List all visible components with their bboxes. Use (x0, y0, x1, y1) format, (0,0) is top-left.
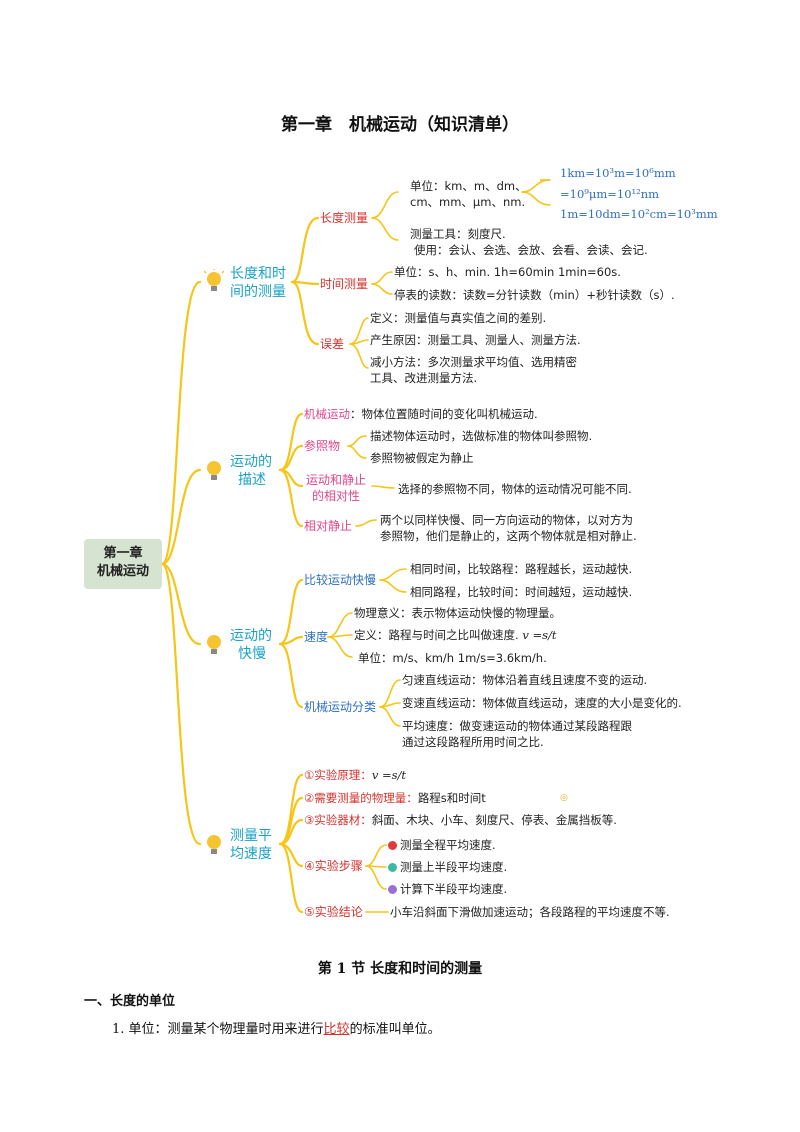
error-reduce-1: 减小方法：多次测量求平均值、选用精密 (370, 355, 577, 369)
step-1-icon (388, 841, 397, 850)
lightbulb-icon (204, 269, 224, 291)
speed-label: 速度 (304, 630, 329, 644)
relative-rest-text-1: 两个以同样快慢、同一方向运动的物体，以对方为 (380, 513, 633, 527)
average-speed-def-1: 平均速度：做变速运动的物体通过某段路程跟 (402, 719, 632, 733)
root-line2: 机械运动 (96, 564, 149, 579)
reference-object-label: 参照物 (304, 439, 341, 453)
length-tool: 测量工具：刻度尺. (410, 227, 506, 241)
branch-motion-speed: 运动的快慢 (230, 628, 272, 662)
branch-motion-description: 运动的描述 (230, 454, 272, 488)
variable-motion: 变速直线运动：物体做直线运动，速度的大小是变化的. (402, 696, 682, 710)
experiment-conclusion-label: ⑤实验结论 (304, 905, 363, 919)
branch-length-time: 长度和时间的测量 (230, 266, 286, 300)
length-conversion-1: 1km=10³m=10⁶mm (560, 166, 676, 180)
time-unit: 单位：s、h、min. 1h=60min 1min=60s. (394, 265, 621, 279)
uniform-motion: 匀速直线运动：物体沿着直线且速度不变的运动. (402, 673, 648, 687)
reference-object-text-1: 描述物体运动时，选做标准的物体叫参照物. (370, 429, 593, 443)
paragraph-unit-definition: 1. 单位：测量某个物理量时用来进行比较的标准叫单位。 (112, 1022, 441, 1037)
mechanical-motion-text: ：物体位置随时间的变化叫机械运动. (350, 407, 538, 421)
speed-unit: 单位：m/s、km/h 1m/s=3.6km/h. (358, 651, 547, 665)
section-title: 第 1 节 长度和时间的测量 (317, 961, 483, 977)
step-2: 测量上半段平均速度. (400, 860, 508, 874)
length-unit-1: 单位：km、m、dm、 (410, 179, 527, 193)
relativity-label: 运动和静止的相对性 (306, 473, 367, 503)
compare-speed-label: 比较运动快慢 (304, 573, 377, 587)
lightbulb-icon (207, 835, 221, 854)
length-measure-label: 长度测量 (320, 211, 369, 225)
root-line1: 第一章 (103, 546, 143, 561)
small-circle-icon: ◎ (560, 793, 568, 803)
step-3-icon (388, 885, 397, 894)
mechanical-motion-label: 机械运动 (304, 407, 350, 421)
error-definition: 定义：测量值与真实值之间的差别. (370, 311, 547, 325)
experiment-quantities: ②需要测量的物理量：路程s和时间t (304, 791, 486, 805)
error-label: 误差 (320, 337, 345, 351)
relativity-text: 选择的参照物不同，物体的运动情况可能不同. (398, 482, 632, 496)
error-cause: 产生原因：测量工具、测量人、测量方法. (370, 333, 581, 347)
relative-rest-text-2: 参照物，他们是静止的，这两个物体就是相对静止. (380, 529, 637, 543)
lightbulb-icon (207, 635, 221, 654)
mechanical-motion-item: 机械运动：物体位置随时间的变化叫机械运动. (304, 406, 538, 422)
speed-formula: v =s/t (522, 628, 557, 642)
average-speed-def-2: 通过这段路程所用时间之比. (402, 735, 544, 749)
speed-definition: 定义：路程与时间之比叫做速度. v =s/t (354, 628, 557, 642)
experiment-steps-label: ④实验步骤 (304, 859, 363, 873)
relative-rest-label: 相对静止 (304, 519, 353, 533)
length-conversion-2: =10⁹μm=10¹²nm (560, 187, 660, 201)
length-unit-2: cm、mm、μm、nm. (410, 195, 526, 209)
branch-average-speed: 测量平均速度 (230, 828, 272, 862)
length-conversion-3: 1m=10dm=10²cm=10³mm (560, 207, 718, 221)
page-title: 第一章 机械运动（知识清单） (281, 115, 519, 135)
length-use: 使用：会认、会选、会放、会看、会读、会记. (414, 243, 648, 257)
compare-speed-text-2: 相同路程，比较时间：时间越短，运动越快. (410, 585, 633, 599)
step-1: 测量全程平均速度. (400, 838, 496, 852)
time-measure-label: 时间测量 (320, 277, 369, 291)
mindmap-connectors (160, 179, 551, 914)
sub-heading: 一、长度的单位 (84, 994, 176, 1009)
motion-classification-label: 机械运动分类 (304, 700, 377, 714)
highlight-word: 比较 (323, 1022, 350, 1037)
compare-speed-text-1: 相同时间，比较路程：路程越长，运动越快. (410, 562, 633, 576)
lightbulb-icon (207, 461, 221, 480)
stopwatch-reading: 停表的读数：读数=分针读数（min）+秒针读数（s）. (394, 288, 675, 302)
speed-meaning: 物理意义：表示物体运动快慢的物理量。 (354, 606, 561, 620)
step-3: 计算下半段平均速度. (400, 882, 508, 896)
experiment-conclusion: 小车沿斜面下滑做加速运动；各段路程的平均速度不等. (390, 905, 670, 919)
error-reduce-2: 工具、改进测量方法. (370, 371, 478, 385)
root-node: 第一章 机械运动 (84, 539, 162, 589)
experiment-principle: ①实验原理：v =s/t (304, 768, 406, 782)
reference-object-text-2: 参照物被假定为静止 (370, 451, 474, 465)
experiment-equipment: ③实验器材：斜面、木块、小车、刻度尺、停表、金属挡板等. (304, 813, 617, 827)
step-2-icon (388, 863, 397, 872)
